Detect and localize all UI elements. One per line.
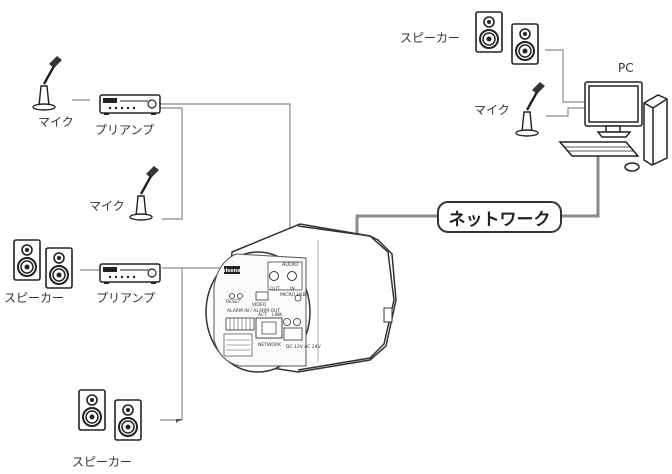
label-speaker-pc: スピーカー [400,31,461,45]
act-label: ACT [258,312,267,318]
microphone-icon [31,54,64,112]
label-preamp-bottom: プリアンプ [96,291,156,305]
label-speaker-bottom: スピーカー [72,455,133,469]
preamp-icon [99,94,161,116]
speaker-icon [13,239,41,281]
camera-icon: wisenet AUDIO OUT IN MICRO USB VIDEO RES… [205,223,397,373]
label-mic-mid: マイク [89,199,125,213]
arrow-icon [176,419,182,423]
speaker-bottom-cable [160,268,183,421]
in-label: IN [290,286,295,292]
alarm-label: ALARM IN / ALARM OUT [227,308,280,314]
mic-mid-to-preamp-cable [160,107,183,220]
label-mic-top-left: マイク [38,115,74,129]
label-pc: PC [618,61,634,75]
network-port [255,317,283,339]
speaker-icon [475,11,503,53]
label-mic-pc: マイク [474,103,510,117]
power-label: DC 12V AC 24V [286,344,322,350]
network-to-pc-cable [562,145,600,218]
microphone-icon [514,80,547,138]
pc-audio-cables [545,49,600,117]
micro-usb-label: MICRO USB [280,292,306,298]
video-label: VIDEO [252,302,267,308]
focus-reset-label: RESET [226,299,241,305]
brand-logo: wisenet [221,268,244,274]
speaker-icon [114,399,142,441]
preamp-icon [99,263,161,285]
audio-port-label: AUDIO [282,262,298,268]
preamp-top-to-audio-out-cable [160,103,291,270]
label-preamp-top: プリアンプ [95,123,155,137]
pc-icon [558,81,668,172]
network-port-label: NETWORK [258,342,282,348]
microphone-icon [128,164,161,222]
link-label: LINK [272,312,283,318]
network-label: ネットワーク [437,201,562,233]
audio-out-port [269,271,279,281]
speaker-icon [78,389,106,431]
out-label: OUT [270,286,280,292]
speaker-icon [511,23,539,65]
audio-in-port [287,271,297,281]
label-speaker-left: スピーカー [4,291,65,305]
speaker-icon [45,247,73,289]
